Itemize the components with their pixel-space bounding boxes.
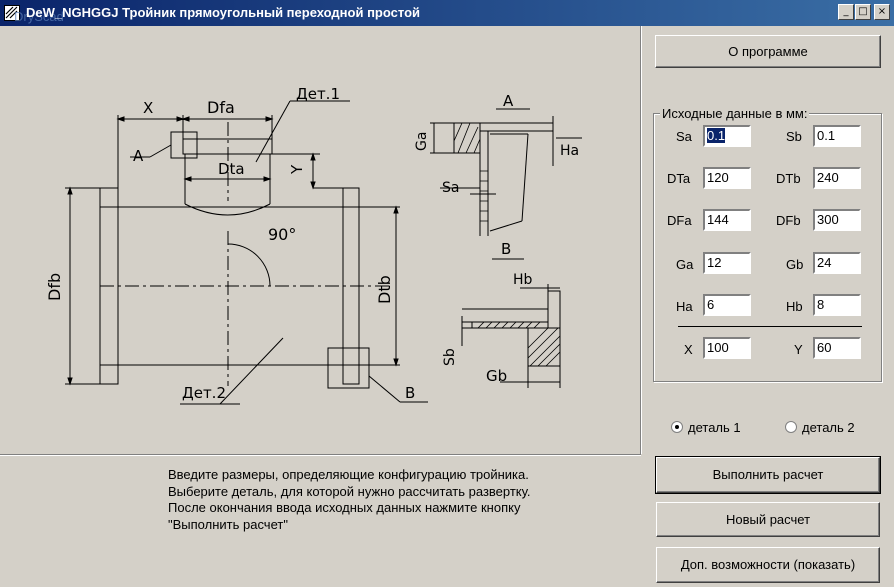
gb-field[interactable]: 24 (813, 252, 861, 274)
detail1-label[interactable]: деталь 1 (688, 420, 741, 435)
label-dta: Dta (218, 160, 245, 178)
detail2-label[interactable]: деталь 2 (802, 420, 855, 435)
new-calculation-button[interactable]: Новый расчет (656, 502, 880, 537)
detail-a-ga: Ga (414, 132, 430, 151)
input-group-title: Исходные данные в мм: (660, 106, 810, 121)
label-det1: Дет.1 (296, 85, 340, 103)
instruction-line-4: "Выполнить расчет" (168, 517, 288, 532)
detail-b-hb: Hb (513, 272, 533, 288)
instruction-line-2: Выберите деталь, для которой нужно рассч… (168, 484, 531, 499)
client-area: X Dfa Дет.1 A Dta Y 90° Dfb Dtb Дет.2 B … (0, 26, 894, 587)
y-field[interactable]: 60 (813, 337, 861, 359)
detail1-radio[interactable] (671, 421, 683, 433)
maximize-button[interactable]: □ (855, 4, 871, 20)
run-calculation-button[interactable]: Выполнить расчет (655, 456, 881, 494)
detail-a-sa: Sa (442, 180, 459, 196)
extra-features-button[interactable]: Доп. возможности (показать) (656, 547, 880, 583)
label-y: Y (288, 164, 306, 175)
detail-a-title: A (503, 92, 514, 110)
detail-b-gb: Gb (486, 367, 507, 385)
label-dfa: DFa (667, 213, 692, 228)
drawing-border-bottom (0, 455, 641, 456)
x-field[interactable]: 100 (703, 337, 751, 359)
detail-a-ha: Ha (560, 143, 579, 159)
label-x-field: X (684, 342, 693, 357)
label-y-field: Y (794, 342, 803, 357)
label-b: B (405, 384, 415, 402)
label-det2: Дет.2 (182, 384, 226, 402)
drawing-border-right (641, 26, 642, 454)
title-bar: DryScad DeW_NGHGGJ Тройник прямоугольный… (0, 0, 894, 26)
label-sb: Sb (786, 129, 802, 144)
detail2-radio[interactable] (785, 421, 797, 433)
dfb-field[interactable]: 300 (813, 209, 861, 231)
label-dtb: DTb (776, 171, 801, 186)
tee-drawing: X Dfa Дет.1 A Dta Y 90° Dfb Dtb Дет.2 B … (0, 26, 641, 455)
title-ghost-text: DryScad (14, 9, 64, 24)
main-pipe (65, 100, 428, 405)
dfa-field[interactable]: 144 (703, 209, 751, 231)
label-a: A (133, 147, 144, 165)
sa-value: 0.1 (707, 128, 726, 143)
label-sa: Sa (676, 129, 692, 144)
app-icon (4, 5, 20, 21)
label-dfa: Dfa (207, 98, 235, 117)
label-hb: Hb (786, 299, 803, 314)
label-x: X (143, 99, 153, 117)
label-dtb: Dtb (375, 275, 394, 304)
group-divider (678, 326, 862, 327)
ha-field[interactable]: 6 (703, 294, 751, 316)
instruction-line-3: После окончания ввода исходных данных на… (168, 500, 521, 515)
label-ha: Ha (676, 299, 693, 314)
about-button[interactable]: О программе (655, 35, 881, 68)
sa-field[interactable]: 0.1 (703, 125, 751, 147)
label-ga: Ga (676, 257, 694, 272)
detail-b-sb: Sb (442, 348, 458, 366)
label-gb: Gb (786, 257, 804, 272)
sb-field[interactable]: 0.1 (813, 125, 861, 147)
instruction-line-1: Введите размеры, определяющие конфигурац… (168, 467, 529, 482)
detail-b (461, 258, 561, 388)
ga-field[interactable]: 12 (703, 252, 751, 274)
dtb-field[interactable]: 240 (813, 167, 861, 189)
close-button[interactable]: × (874, 4, 890, 20)
label-angle: 90° (268, 225, 296, 244)
hb-field[interactable]: 8 (813, 294, 861, 316)
detail-a (430, 108, 582, 236)
window-title: DeW_NGHGGJ Тройник прямоугольный переход… (26, 5, 420, 20)
dta-field[interactable]: 120 (703, 167, 751, 189)
detail-b-title: B (501, 240, 511, 258)
label-dfb: DFb (776, 213, 801, 228)
minimize-button[interactable]: _ (838, 4, 854, 20)
label-dfb: Dfb (45, 273, 64, 301)
label-dta: DTa (667, 171, 691, 186)
